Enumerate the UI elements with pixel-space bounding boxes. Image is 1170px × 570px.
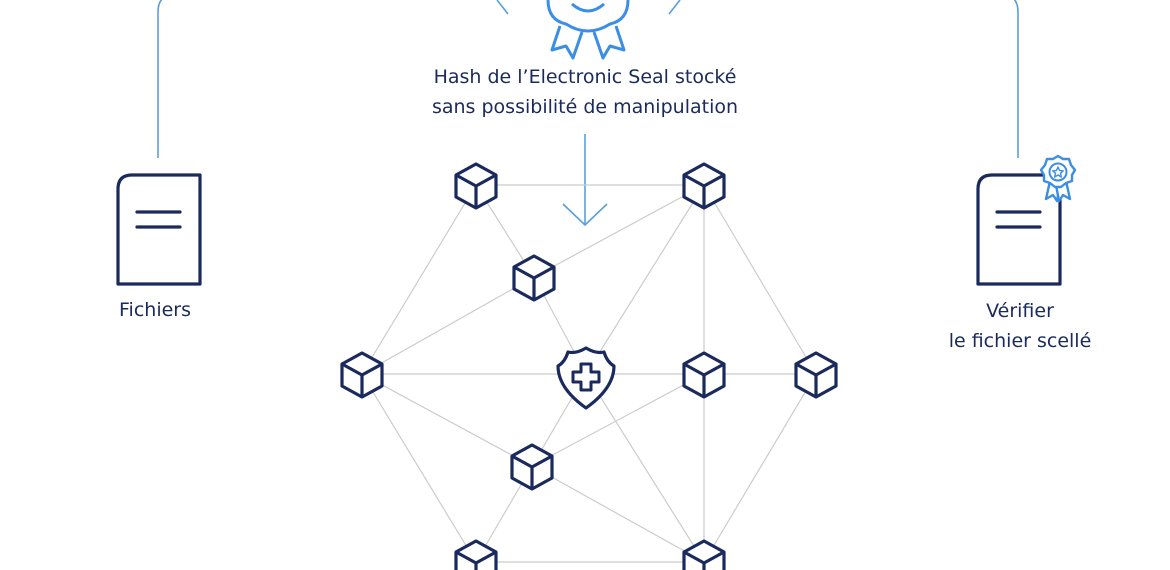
files-label-line1: Fichiers (119, 299, 191, 321)
right-connector-line (1013, 0, 1019, 158)
hash-storage-label: Hash de l’Electronic Seal stocké sans po… (385, 62, 785, 122)
award-ribbon-icon (496, 0, 681, 60)
hash-storage-label-line1: Hash de l’Electronic Seal stocké (433, 66, 737, 88)
verify-label: Vérifier le fichier scellé (920, 296, 1120, 356)
verify-label-line2: le fichier scellé (948, 330, 1092, 352)
blockchain-cube-icon (454, 162, 498, 210)
sealed-document-icon (976, 154, 1077, 286)
blockchain-cube-icon (682, 351, 726, 399)
document-icon (116, 173, 202, 286)
blockchain-cube-icon (512, 254, 556, 302)
hash-storage-label-line2: sans possibilité de manipulation (431, 96, 739, 118)
blockchain-cube-icon (340, 351, 384, 399)
shield-plus-icon (556, 346, 616, 410)
blockchain-cube-icon (510, 443, 554, 491)
network-lines (361, 184, 817, 563)
blockchain-cube-icon (794, 351, 838, 399)
arrow-down-icon (562, 134, 608, 227)
left-connector-line (157, 0, 163, 158)
blockchain-cube-icon (682, 539, 726, 570)
blockchain-cube-icon (682, 162, 726, 210)
verify-label-line1: Vérifier (986, 300, 1054, 322)
blockchain-cube-icon (454, 539, 498, 570)
files-label: Fichiers (80, 295, 230, 325)
seal-badge-icon (1039, 154, 1077, 203)
